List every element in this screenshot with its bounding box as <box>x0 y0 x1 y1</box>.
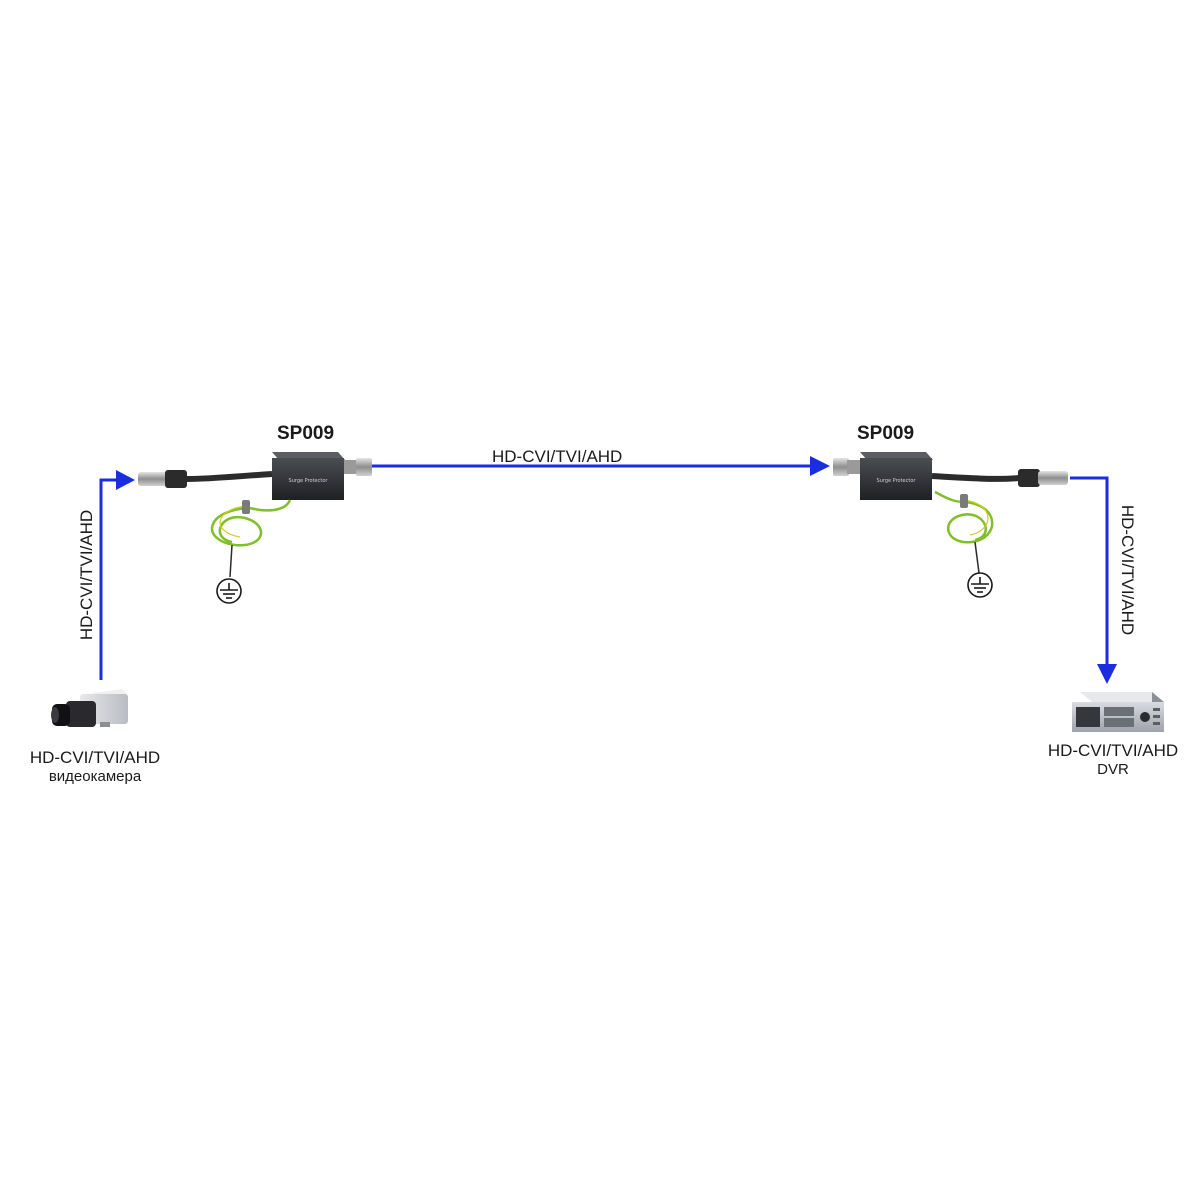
camera-icon <box>51 689 128 727</box>
arrow-middle-link <box>372 456 830 476</box>
ground-wire-left <box>210 499 292 578</box>
camera-caption-line2: видеокамера <box>48 768 142 785</box>
device-left-title: SP009 <box>277 423 335 444</box>
device-label-left: Surge Protector <box>289 478 329 484</box>
device-right-title: SP009 <box>857 423 915 444</box>
camera-caption-line1: HD-CVI/TVI/AHD <box>29 748 161 767</box>
bnc-connector-left-in <box>138 470 273 488</box>
link-right-label: HD-CVI/TVI/AHD <box>1118 504 1137 636</box>
ground-icon-left <box>216 578 242 604</box>
surge-protector-left-body <box>272 458 344 500</box>
arrow-camera-to-left-device <box>99 470 135 680</box>
bnc-connector-left-out <box>344 458 372 476</box>
dvr-caption: HD-CVI/TVI/AHD DVR <box>1028 741 1198 779</box>
link-middle-label: HD-CVI/TVI/AHD <box>492 447 623 466</box>
dvr-caption-line1: HD-CVI/TVI/AHD <box>1047 741 1179 760</box>
dvr-icon <box>1072 692 1164 732</box>
bnc-connector-right-out <box>931 469 1068 487</box>
dvr-caption-line2: DVR <box>1097 761 1129 778</box>
surge-protector-right: Surge Protector <box>833 452 1068 598</box>
surge-protector-right-body <box>860 458 932 500</box>
camera-caption: HD-CVI/TVI/AHD видеокамера <box>5 748 185 786</box>
ground-wire-right <box>934 490 994 574</box>
arrow-right-device-to-dvr <box>1070 476 1117 684</box>
bnc-connector-right-in <box>833 458 861 476</box>
surge-protector-left: Surge Protector <box>138 452 372 604</box>
ground-icon-right <box>967 572 993 598</box>
link-left-label: HD-CVI/TVI/AHD <box>77 509 96 641</box>
device-label-right: Surge Protector <box>877 478 917 484</box>
